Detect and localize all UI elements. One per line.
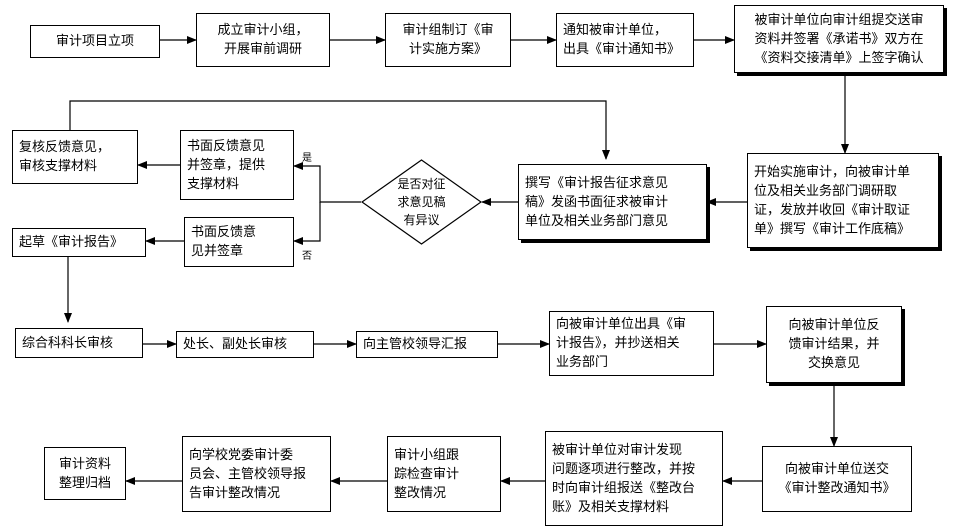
node-director-review: 处长、副处长审核 [176, 331, 314, 358]
decision-diamond-shape [360, 159, 483, 245]
node-implement-audit: 开始实施审计，向被审计单 位及相关业务部门调研取 证，发放并收回《审计取证 单》… [747, 153, 939, 248]
node-rectify-issues: 被审计单位对审计发现 问题逐项进行整改，并按 时向审计组报送《整改台 账》及相关… [545, 431, 723, 526]
node-report-to-leader: 向主管校领导汇报 [356, 331, 498, 358]
node-send-rectification-notice: 向被审计单位送交 《审计整改通知书》 [762, 446, 912, 512]
node-draft-report: 起草《审计报告》 [12, 228, 146, 257]
node-audit-plan: 审计组制订《审 计实施方案》 [385, 13, 511, 67]
node-draft-opinion: 撰写《审计报告征求意见 稿》发函书面征求被审计 单位及相关业务部门意见 [518, 164, 707, 240]
decision-label: 是否对征 求意见稿 有异议 [397, 177, 446, 227]
arrow-n10-n7 [69, 100, 610, 160]
node-form-audit-team: 成立审计小组， 开展审前调研 [196, 13, 330, 67]
label-no: 否 [302, 251, 312, 262]
node-review-feedback: 复核反馈意见， 审核支撑材料 [12, 130, 138, 184]
node-track-rectification: 审计小组跟 踪检查审计 整改情况 [387, 436, 501, 512]
node-report-rectification: 向学校党委审计委 员会、主管校领导报 告审计整改情况 [182, 436, 331, 512]
label-yes: 是 [302, 153, 312, 164]
arrow-n8-n9-yes [293, 162, 361, 203]
node-submit-materials: 被审计单位向审计组提交送审 资料并签署《承诺书》双方在 《资料交接清单》上签字确… [734, 5, 944, 73]
arrow-n8-n11-no [293, 202, 321, 245]
node-audit-notice: 通知被审计单位， 出具《审计通知书》 [556, 13, 694, 67]
node-project-setup: 审计项目立项 [30, 25, 160, 58]
node-written-feedback: 书面反馈意 见并签章 [184, 217, 294, 267]
node-feedback-results: 向被审计单位反 馈审计结果，并 交换意见 [766, 306, 902, 383]
node-written-feedback-materials: 书面反馈意见 并签章，提供 支撑材料 [180, 130, 294, 200]
decision-objection: 是否对征 求意见稿 有异议 [360, 159, 483, 245]
node-issue-audit-report: 向被审计单位出具《审 计报告》，并抄送相关 业务部门 [549, 311, 714, 376]
node-archive: 审计资料 整理归档 [44, 447, 126, 500]
node-section-chief-review: 综合科科长审核 [15, 328, 143, 358]
